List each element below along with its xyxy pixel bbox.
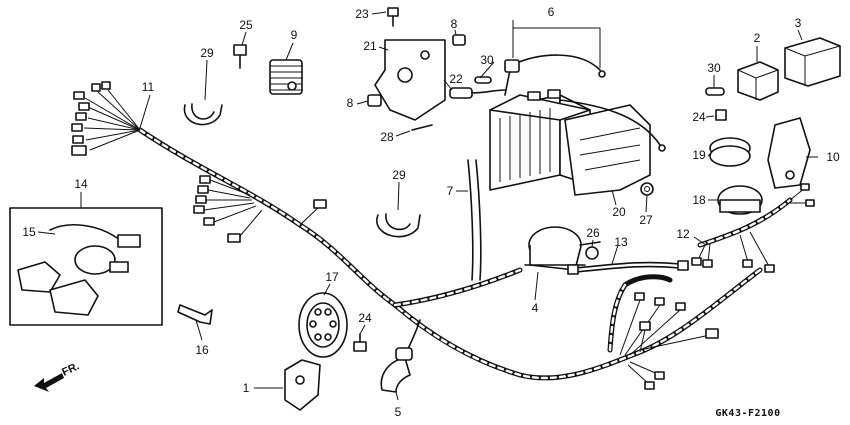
cap-8-upper	[452, 34, 466, 46]
harness-clamp-29-upper	[183, 103, 223, 126]
callout-8-lower: 8	[347, 96, 354, 110]
nut-26	[585, 246, 599, 260]
callout-7: 7	[447, 184, 454, 198]
harness-clamp-29-lower	[376, 213, 421, 238]
callout-19: 19	[692, 148, 706, 162]
callout-17: 17	[325, 270, 339, 284]
front-arrow-icon	[34, 373, 64, 392]
callout-20: 20	[612, 205, 626, 219]
callout-24-lower: 24	[358, 311, 372, 325]
callout-10: 10	[826, 150, 840, 164]
callout-15: 15	[22, 225, 36, 239]
bolt-23	[387, 7, 399, 27]
callout-30-upper: 30	[480, 53, 494, 67]
callout-12: 12	[676, 227, 690, 241]
regulator-9	[269, 59, 303, 95]
horn-bracket-1	[284, 359, 321, 411]
sub-harness-12	[691, 183, 815, 273]
spark-plug-cap-5	[380, 347, 413, 393]
front-direction-indicator: FR.	[34, 360, 81, 392]
bolt-25	[233, 44, 247, 69]
battery-bracket-21	[374, 39, 446, 121]
leader-lines	[37, 11, 818, 401]
callout-11: 11	[142, 80, 155, 94]
callout-28: 28	[380, 130, 394, 144]
unit-3	[784, 37, 841, 87]
cap-8-lower	[367, 94, 382, 107]
battery-cables-6	[504, 54, 666, 152]
ignition-switch-kit-14	[9, 207, 163, 326]
fuse-30-right	[705, 87, 725, 96]
ignition-coil-4	[524, 226, 601, 271]
callout-27: 27	[639, 213, 653, 227]
bolt-24-lower	[353, 333, 367, 352]
rubber-mount-19	[709, 137, 751, 167]
callout-5: 5	[395, 405, 402, 419]
callout-25: 25	[239, 18, 253, 32]
fuse-holder-22	[449, 87, 506, 99]
callout-1: 1	[243, 381, 250, 395]
bolt-24-right	[715, 109, 727, 121]
callout-30-right: 30	[707, 61, 721, 75]
horn-17	[298, 292, 348, 358]
callout-29-lower: 29	[392, 168, 406, 182]
harness-left-connectors	[193, 175, 327, 243]
callout-2: 2	[754, 31, 761, 45]
callout-18: 18	[692, 193, 706, 207]
flasher-relay-18	[717, 185, 763, 215]
callout-9: 9	[291, 28, 298, 42]
harness-right-connectors	[619, 292, 719, 390]
nut-27	[640, 182, 654, 196]
callout-21: 21	[363, 39, 377, 53]
harness-front-connectors	[71, 81, 141, 156]
callout-8-upper: 8	[451, 17, 458, 31]
callout-14: 14	[74, 177, 88, 191]
callout-29-upper: 29	[200, 46, 214, 60]
callout-13: 13	[614, 235, 628, 249]
battery-box-20	[489, 89, 651, 196]
key-16	[177, 304, 213, 325]
front-label: FR.	[60, 360, 81, 378]
sub-harness-13	[567, 260, 689, 275]
relay-2	[737, 61, 779, 101]
callout-numbers: 1 2 3 4 5 6 7 8 8 9 10 11 12 13 14 15 16…	[22, 5, 840, 419]
callout-24-right: 24	[692, 110, 706, 124]
wire-harness-11	[71, 81, 763, 390]
callout-23: 23	[355, 7, 369, 21]
tube-7	[467, 159, 482, 281]
callout-22: 22	[449, 72, 463, 86]
bracket-10	[767, 117, 811, 189]
callout-3: 3	[795, 16, 802, 30]
callout-16: 16	[195, 343, 209, 357]
drawing-code: GK43-F2100	[715, 408, 780, 419]
fuse-30-upper	[474, 76, 492, 84]
callout-4: 4	[532, 301, 539, 315]
callout-26: 26	[586, 226, 600, 240]
pin-28	[411, 124, 433, 131]
callout-6: 6	[548, 5, 555, 19]
